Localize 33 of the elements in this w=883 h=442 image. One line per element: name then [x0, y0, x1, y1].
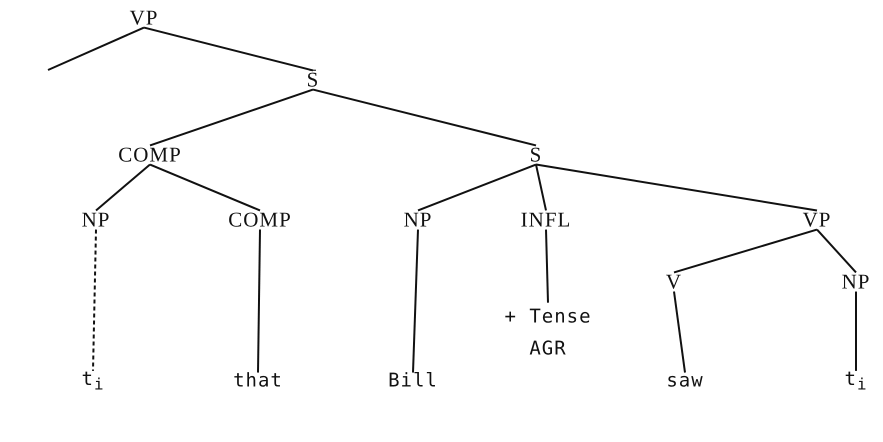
terminal-word: t$_{i}$ [82, 368, 104, 390]
category-label: VP [802, 207, 832, 232]
category-label: NP [842, 269, 870, 294]
terminal-word: saw [666, 370, 704, 392]
category-label: COMP [228, 207, 292, 232]
category-label: NP [82, 207, 110, 232]
branch-line [535, 164, 547, 211]
branch-line [95, 164, 151, 212]
terminal-word: t$_{i}$ [844, 368, 868, 390]
branch-line [144, 26, 314, 72]
category-label: COMP [118, 142, 182, 166]
branch-line [674, 228, 818, 274]
branch-line [545, 230, 549, 303]
terminal-word: Bill [388, 370, 438, 392]
terminal-word: that [233, 370, 283, 392]
branch-line [312, 88, 536, 146]
category-label: VP [130, 5, 158, 30]
branch-line [855, 292, 857, 371]
category-label: V [666, 269, 682, 294]
branch-line [673, 291, 686, 373]
branch-line [816, 228, 857, 274]
category-label: S [530, 142, 542, 166]
category-label: INFL [520, 207, 572, 232]
branch-line [150, 164, 260, 212]
dashed-branch-line [92, 230, 97, 371]
terminal-word: + Tense AGR [504, 306, 592, 360]
branch-line [257, 230, 261, 373]
branch-line [412, 230, 419, 373]
category-label: NP [404, 207, 432, 232]
branch-line [150, 88, 314, 146]
branch-line [48, 26, 144, 71]
branch-line [418, 164, 536, 212]
branch-line [536, 164, 818, 212]
